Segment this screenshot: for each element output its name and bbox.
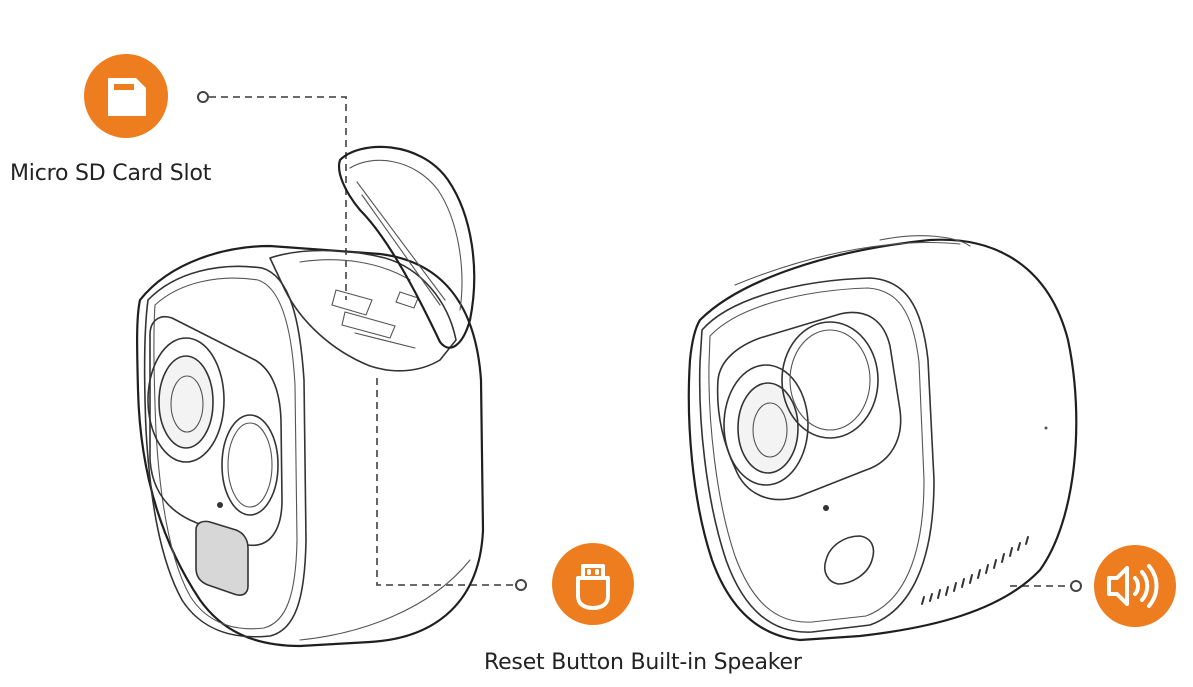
camera-left-top-opening xyxy=(269,249,457,372)
sd-card-leader xyxy=(209,96,347,300)
camera-left-pir-sensor xyxy=(221,414,279,516)
camera-right xyxy=(687,235,1078,642)
reset-speaker-label: Reset Button Built-in Speaker xyxy=(484,650,802,675)
camera-right-speaker-grille xyxy=(921,536,1029,605)
sd-card-badge xyxy=(84,54,168,138)
camera-left-front xyxy=(143,265,307,638)
camera-left-body xyxy=(136,244,485,648)
reset-leader xyxy=(376,378,515,586)
camera-left xyxy=(136,145,485,648)
usb-badge xyxy=(552,543,634,625)
camera-right-light-bar xyxy=(823,535,875,585)
camera-left-lens-ring xyxy=(147,337,225,463)
speaker-leader-dot xyxy=(1070,580,1082,592)
camera-left-light-bar xyxy=(195,520,249,596)
sd-leader-dot xyxy=(197,91,209,103)
camera-left-lens-panel xyxy=(149,316,283,547)
camera-left-slot-cover xyxy=(337,145,476,349)
camera-right-front xyxy=(698,277,935,633)
camera-right-pir-sensor xyxy=(781,321,879,439)
camera-right-body xyxy=(687,238,1078,642)
sd-card-icon xyxy=(108,78,146,116)
sd-card-slot-label: Micro SD Card Slot xyxy=(10,161,212,186)
leader-lines xyxy=(197,91,1082,592)
camera-right-lens-ring xyxy=(723,364,809,486)
usb-icon xyxy=(576,564,610,610)
speaker-badge xyxy=(1094,545,1176,627)
speaker-icon xyxy=(1107,564,1159,608)
reset-leader-dot xyxy=(515,579,527,591)
